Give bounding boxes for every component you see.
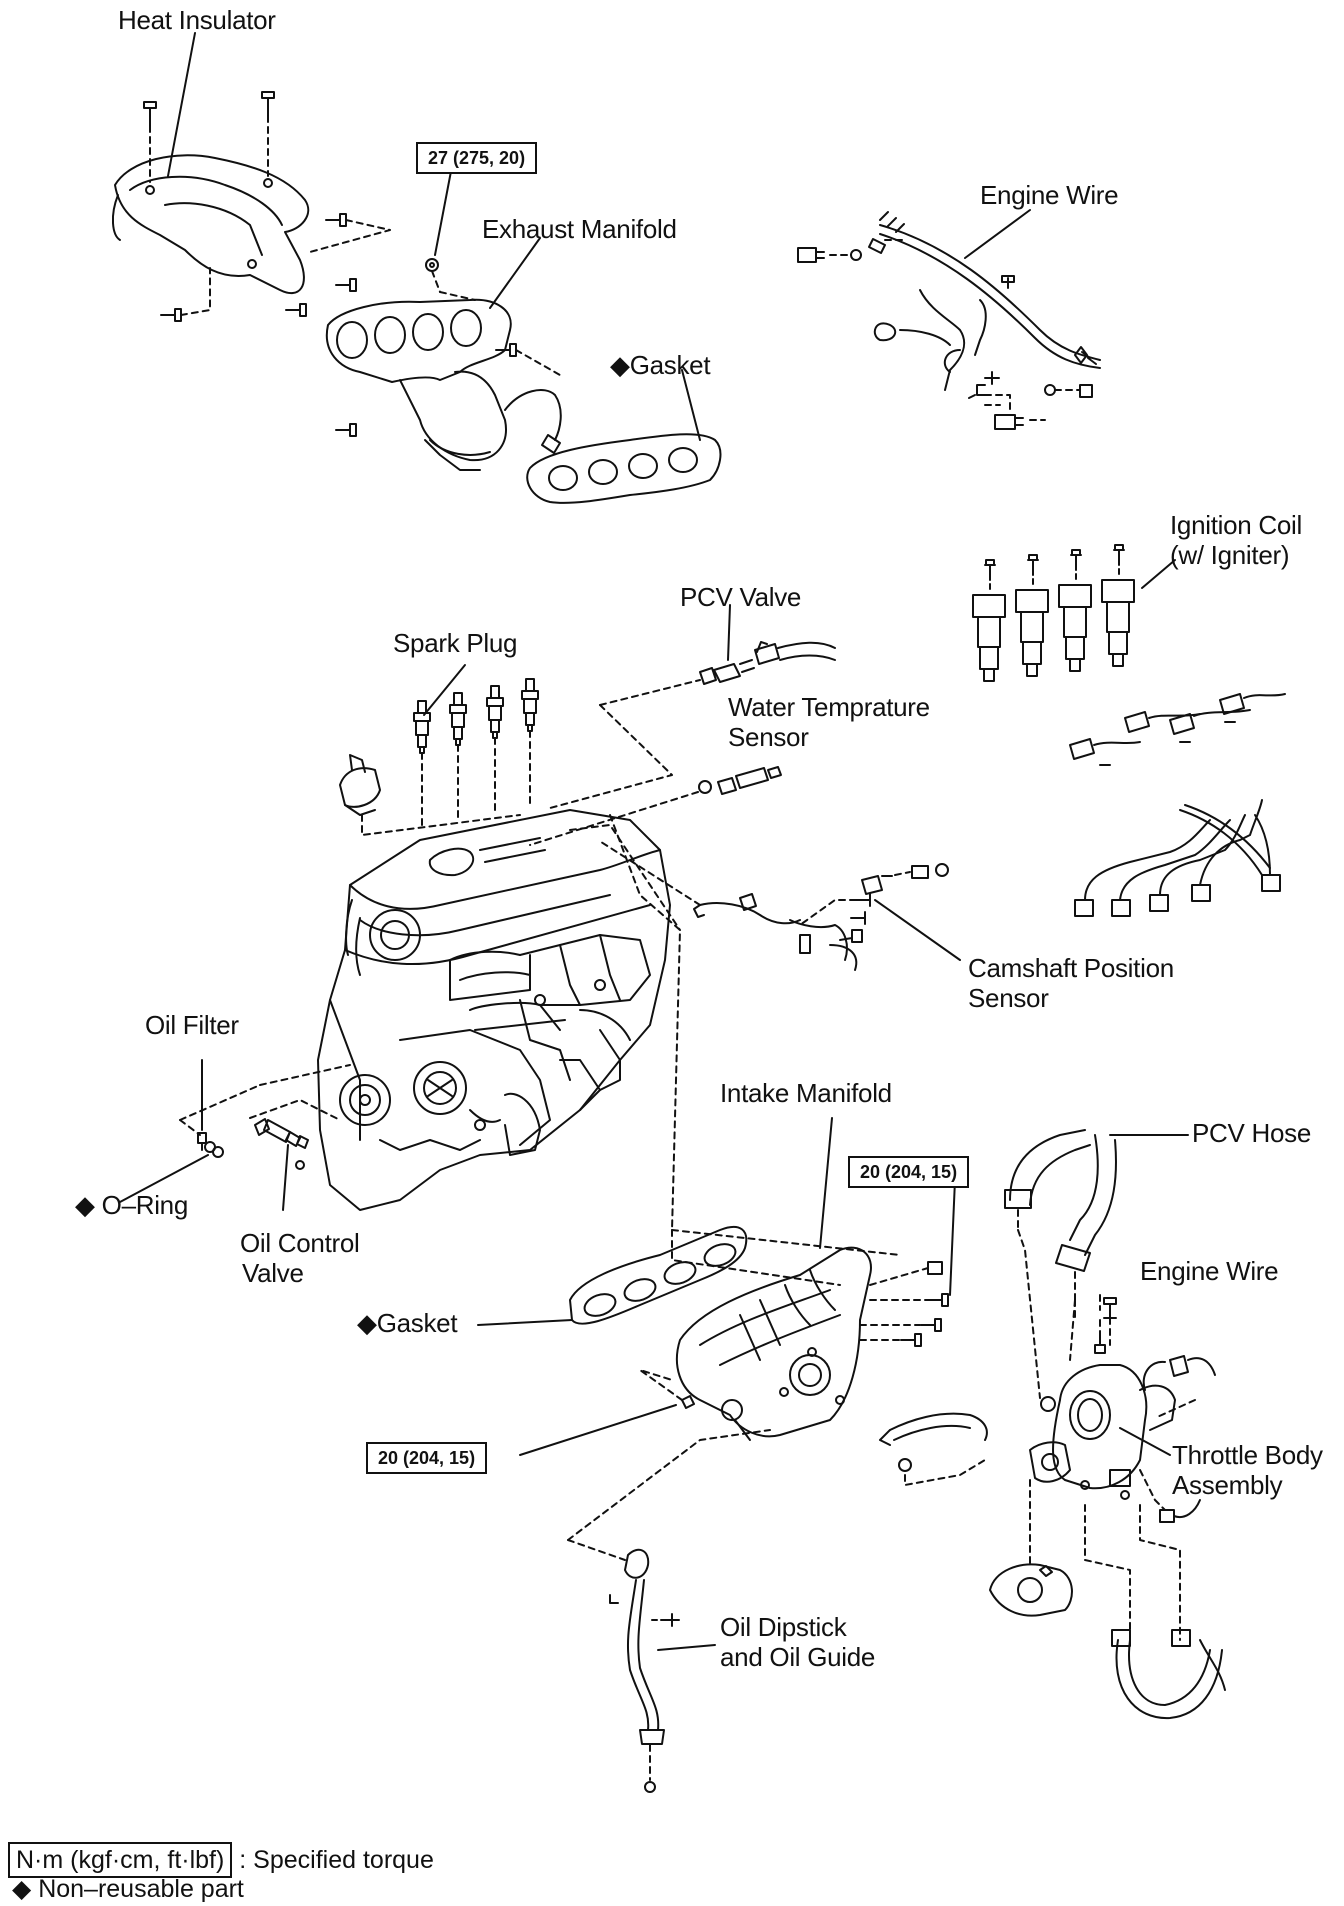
coil-harness [1074, 799, 1281, 917]
spark-plugs-part [413, 678, 539, 831]
ignition-coil-line1: Ignition Coil [1170, 510, 1302, 540]
label-engine-wire-lower: Engine Wire [1140, 1256, 1279, 1286]
non-reusable-marker: ◆ [610, 350, 630, 380]
ignition-coils-part [972, 544, 1135, 682]
oil-control-line1: Oil Control [240, 1228, 360, 1258]
throttle-line2: Assembly [1172, 1470, 1283, 1500]
label-spark-plug: Spark Plug [393, 628, 518, 658]
label-pcv-valve: PCV Valve [680, 582, 802, 612]
label-pcv-hose: PCV Hose [1192, 1118, 1311, 1148]
gasket-intake-text: Gasket [376, 1308, 458, 1338]
coil-connectors [1069, 693, 1286, 766]
throttle-body-part [1029, 1334, 1176, 1500]
label-o-ring: ◆ O–Ring [75, 1190, 188, 1220]
gasket-exhaust-text: Gasket [629, 350, 711, 380]
torque-spec-exhaust: 27 (275, 20) [416, 142, 538, 174]
dipstick-line2: and Oil Guide [720, 1642, 876, 1672]
torque-spec-intake-lower: 20 (204, 15) [366, 1442, 488, 1474]
camshaft-line2: Sensor [968, 983, 1049, 1013]
throttle-hoses [1111, 1629, 1226, 1720]
camshaft-sensor-part [693, 863, 949, 971]
non-reusable-marker: ◆ [75, 1190, 95, 1220]
label-oil-filter: Oil Filter [145, 1010, 239, 1040]
throttle-gasket-part [989, 1563, 1073, 1617]
legend-torque: N·m (kgf·cm, ft·lbf) : Specified torque [8, 1842, 434, 1878]
engine-block-part [317, 809, 671, 1211]
label-water-temp-sensor: Water Temprature Sensor [728, 692, 930, 752]
o-ring-text: O–Ring [101, 1190, 189, 1220]
cap-part [339, 754, 521, 836]
oil-filter-part [197, 1132, 224, 1158]
camshaft-line1: Camshaft Position [968, 953, 1174, 983]
label-gasket-intake: ◆Gasket [357, 1308, 458, 1338]
legend-non-reusable-desc: Non–reusable part [38, 1875, 244, 1903]
pcv-hose-part [1004, 1129, 1117, 1301]
label-oil-control-valve: Oil Control Valve [240, 1228, 360, 1288]
intake-bolts [859, 1261, 949, 1347]
label-intake-manifold: Intake Manifold [720, 1078, 892, 1108]
oil-control-line2: Valve [242, 1258, 304, 1288]
ignition-coil-line2: (w/ Igniter) [1170, 540, 1290, 570]
throttle-water-pipe [879, 1412, 988, 1486]
exhaust-manifold-part [325, 298, 562, 471]
non-reusable-marker: ◆ [357, 1308, 377, 1338]
intake-manifold-part [675, 1246, 872, 1441]
label-exhaust-manifold: Exhaust Manifold [482, 214, 677, 244]
water-temp-line1: Water Temprature [728, 692, 930, 722]
legend-torque-desc: : Specified torque [239, 1846, 434, 1874]
label-oil-dipstick: Oil Dipstick and Oil Guide [720, 1612, 875, 1672]
label-ignition-coil: Ignition Coil (w/ Igniter) [1170, 510, 1302, 570]
dipstick-line1: Oil Dipstick [720, 1612, 847, 1642]
pcv-valve-part [699, 641, 836, 685]
throttle-bolts [1099, 1294, 1117, 1346]
torque-spec-intake-upper: 20 (204, 15) [848, 1156, 970, 1188]
legend-non-reusable-symbol: ◆ [12, 1875, 32, 1903]
label-gasket-exhaust: ◆Gasket [610, 350, 711, 380]
exhaust-nuts [425, 258, 561, 376]
water-temp-sensor-part [698, 766, 782, 795]
label-camshaft-sensor: Camshaft Position Sensor [968, 953, 1174, 1013]
oil-control-valve-part [254, 1118, 309, 1170]
legend-torque-unit-box: N·m (kgf·cm, ft·lbf) [8, 1842, 233, 1878]
engine-wire-harness-top [797, 211, 1101, 430]
oil-dipstick-part [609, 1548, 680, 1793]
legend-non-reusable: ◆ Non–reusable part [12, 1874, 244, 1904]
label-heat-insulator: Heat Insulator [118, 5, 276, 35]
label-engine-wire-top: Engine Wire [980, 180, 1119, 210]
label-throttle-body: Throttle Body Assembly [1172, 1440, 1323, 1500]
throttle-line1: Throttle Body [1172, 1440, 1323, 1470]
water-temp-line2: Sensor [728, 722, 809, 752]
throttle-connector [1139, 1355, 1216, 1523]
exhaust-gasket-part [526, 433, 722, 504]
intake-gasket-part [569, 1225, 748, 1325]
heat-insulator-bolts [143, 91, 391, 437]
